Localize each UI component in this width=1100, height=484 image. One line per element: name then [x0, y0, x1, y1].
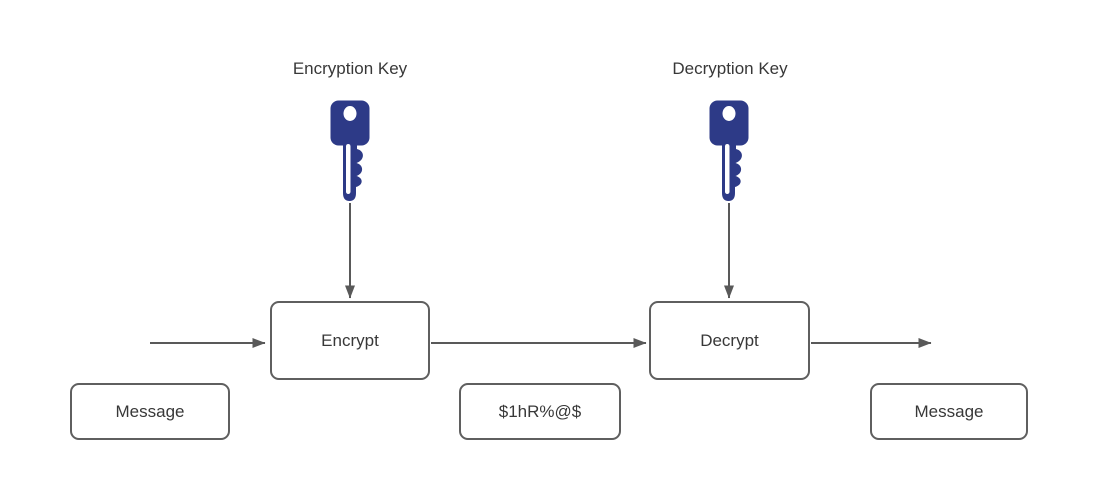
- decrypt-box: Decrypt: [649, 301, 810, 380]
- encryption-key-label: Encryption Key: [292, 59, 408, 78]
- message-output-box: Message: [870, 383, 1028, 440]
- key-icon: [330, 100, 370, 201]
- decryption-key-label: Decryption Key: [672, 59, 788, 78]
- message-input-box: Message: [70, 383, 230, 440]
- ciphertext-box: $1hR%@$: [459, 383, 621, 440]
- key-icon: [709, 100, 749, 201]
- encrypt-box: Encrypt: [270, 301, 430, 380]
